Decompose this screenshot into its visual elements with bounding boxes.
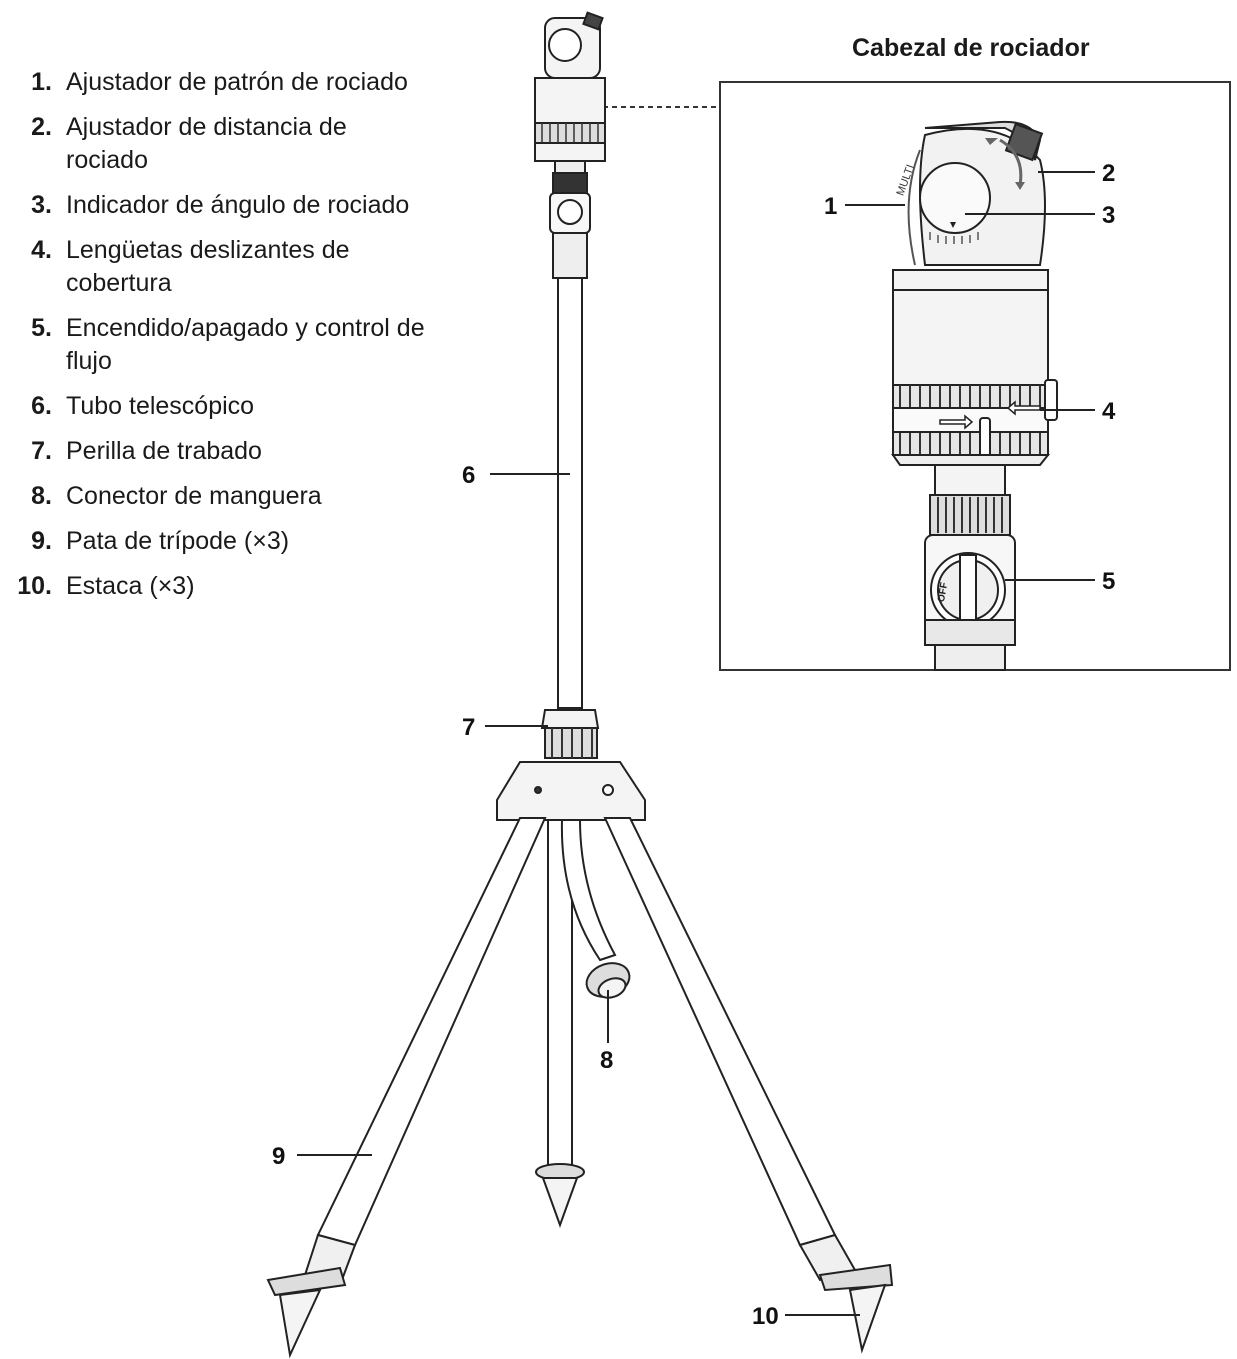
item-number: 3. xyxy=(31,191,52,219)
callout-1: 1 xyxy=(824,193,837,220)
item-number: 4. xyxy=(31,236,52,264)
item-label: Ajustador de patrón de rociado xyxy=(66,68,408,96)
parts-list-item-1: 1. Ajustador de patrón de rociado xyxy=(0,66,470,99)
parts-list: 1. Ajustador de patrón de rociado 2. Ajust… xyxy=(0,66,470,615)
stake-left xyxy=(278,1288,322,1359)
item-label: Ajustador de distancia de rociado xyxy=(66,113,347,174)
telescopic-tube xyxy=(557,277,583,709)
item-label: Perilla de trabado xyxy=(66,437,262,465)
item-number: 2. xyxy=(31,113,52,141)
callout-9: 9 xyxy=(272,1143,285,1170)
main-sprinkler-head xyxy=(534,11,606,279)
item-label: Encendido/apagado y control de flujo xyxy=(66,314,425,375)
item-number: 6. xyxy=(31,392,52,420)
item-number: 10. xyxy=(17,572,52,600)
callout-8: 8 xyxy=(600,1047,613,1074)
item-number: 1. xyxy=(31,68,52,96)
parts-list-item-3: 3. Indicador de ángulo de rociado xyxy=(0,189,470,222)
item-label: Conector de manguera xyxy=(66,482,322,510)
callout-3: 3 xyxy=(1102,202,1115,229)
hose-connector xyxy=(585,962,631,999)
hose xyxy=(560,819,617,962)
parts-list-item-2: 2. Ajustador de distancia de rociado xyxy=(0,111,396,177)
item-label: Tubo telescópico xyxy=(66,392,255,420)
callout-4: 4 xyxy=(1102,398,1116,425)
inset-sprinkler-head: MULTI xyxy=(891,120,1058,671)
lock-knob xyxy=(540,709,600,759)
parts-list-item-9: 9. Pata de trípode (×3) xyxy=(0,525,470,558)
parts-list-item-6: 6. Tubo telescópico xyxy=(0,390,470,423)
item-label: Indicador de ángulo de rociado xyxy=(66,191,410,219)
callout-2: 2 xyxy=(1102,160,1115,187)
tripod-leg-right xyxy=(603,817,837,1247)
tripod-hub xyxy=(496,761,646,821)
parts-list-item-4: 4. Lengüetas deslizantes de cobertura xyxy=(0,234,396,300)
item-label: Estaca (×3) xyxy=(66,572,195,600)
item-label: Pata de trípode (×3) xyxy=(66,527,290,555)
stake-center xyxy=(541,1177,579,1228)
callout-7: 7 xyxy=(462,714,475,741)
item-number: 7. xyxy=(31,437,52,465)
callout-10: 10 xyxy=(752,1303,779,1330)
inset-pattern-knob xyxy=(919,162,991,234)
item-number: 8. xyxy=(31,482,52,510)
stake-right xyxy=(848,1283,887,1354)
inset-knob-text: OFF xyxy=(936,581,950,603)
item-label: Lengüetas deslizantes de cobertura xyxy=(66,236,350,297)
callout-6: 6 xyxy=(462,462,475,489)
item-number: 9. xyxy=(31,527,52,555)
parts-list-item-10: 10. Estaca (×3) xyxy=(0,570,470,603)
item-number: 5. xyxy=(31,314,52,342)
inset-title: Cabezal de rociador xyxy=(852,34,1090,62)
parts-list-item-8: 8. Conector de manguera xyxy=(0,480,470,513)
parts-list-item-5: 5. Encendido/apagado y control de flujo xyxy=(0,312,446,378)
parts-list-item-7: 7. Perilla de trabado xyxy=(0,435,470,468)
tripod-leg-left xyxy=(316,817,547,1247)
callout-5: 5 xyxy=(1102,568,1115,595)
